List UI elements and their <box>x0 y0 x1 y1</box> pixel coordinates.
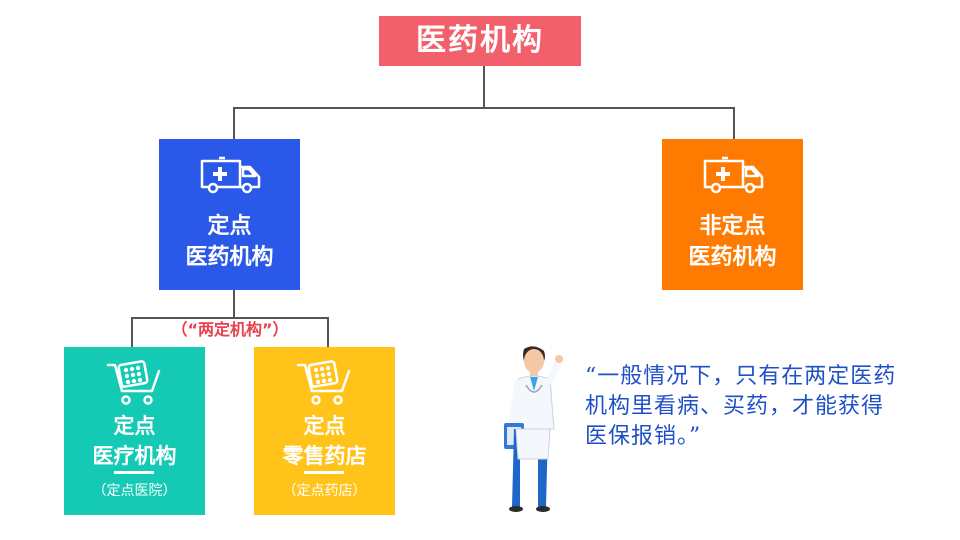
title-text: 医药机构 <box>416 23 544 58</box>
ambulance-icon <box>200 156 261 194</box>
doctor-illustration <box>504 346 563 512</box>
medical-line1: 定点 <box>113 414 156 438</box>
connector-designated-down <box>233 290 235 318</box>
non-designated-line2: 医药机构 <box>688 245 777 270</box>
quote-text: “一般情况下，只有在两定医药机构里看病、买药，才能获得医保报销。” <box>585 364 897 449</box>
pharmacy-line1: 定点 <box>303 414 346 438</box>
pharmacy-sub: （定点药店） <box>282 483 367 499</box>
pharmacy-line2: 零售药店 <box>282 444 367 468</box>
connector-top-horizontal <box>233 107 735 109</box>
connector-title-down <box>483 66 485 108</box>
designated-institution-box: 定点 医药机构 <box>159 139 300 290</box>
pill-cart-icon <box>106 360 161 405</box>
designated-line2: 医药机构 <box>185 245 274 270</box>
non-designated-institution-box: 非定点 医药机构 <box>662 139 803 290</box>
two-designated-label: （“两定机构”） <box>171 320 289 339</box>
designated-medical-box: 定点 医疗机构 （定点医院） <box>64 347 205 515</box>
connector-to-non-designated <box>733 107 735 139</box>
title-box: 医药机构 <box>379 16 581 66</box>
connector-to-pharmacy <box>327 317 329 347</box>
medical-divider <box>114 471 154 474</box>
medical-line2: 医疗机构 <box>92 444 177 468</box>
connector-to-designated <box>233 107 235 139</box>
pharmacy-divider <box>304 471 344 474</box>
connector-bottom-horizontal <box>131 317 329 319</box>
ambulance-icon <box>703 156 764 194</box>
non-designated-line1: 非定点 <box>699 214 766 239</box>
designated-line1: 定点 <box>207 214 252 239</box>
pill-cart-icon <box>296 360 351 405</box>
medical-sub: （定点医院） <box>92 483 177 499</box>
connector-to-medical <box>131 317 133 347</box>
designated-pharmacy-box: 定点 零售药店 （定点药店） <box>254 347 395 515</box>
